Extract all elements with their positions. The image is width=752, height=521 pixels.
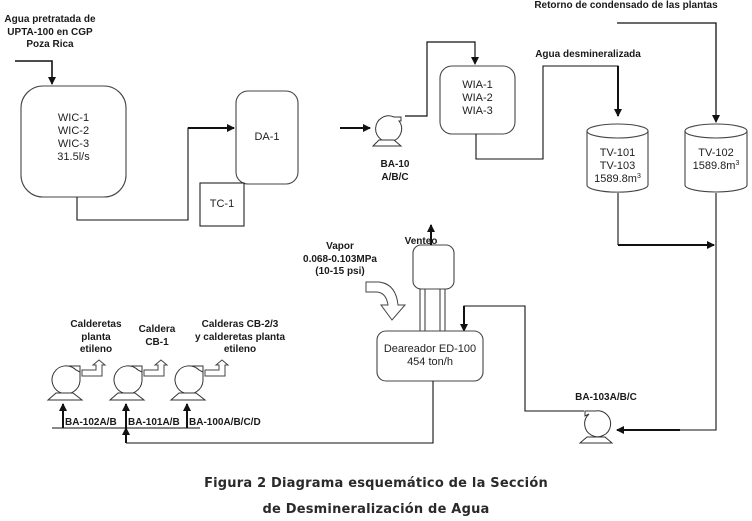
vent-label: Venteo [404,236,438,247]
boiler-cb1-label: Caldera CB-1 [138,324,176,348]
ba100-label: BA-100A/B/C/D [189,417,261,428]
ba103-label: BA-103A/B/C [575,392,637,403]
ba100-pump-icon [169,359,230,401]
ba101-label: BA-101A/B [128,417,180,428]
ba102-pump-icon [46,359,107,401]
figure-caption-line1: Figura 2 Diagrama esquemático de la Secc… [204,476,548,491]
da1-vessel [235,90,299,185]
tc1-label: TC-1 [209,198,235,210]
wic-label: WIC-1 WIC-2 WIC-3 31.5l/s [57,112,90,163]
wia-vessel [439,65,516,135]
da1-label: DA-1 [254,131,280,143]
tv102-outlet-line [662,193,717,431]
demin-water-label: Agua desmineralizada [535,49,641,60]
deaerator-outlet-line [126,381,434,444]
vent-legs [419,289,446,331]
steam-label: Vapor 0.068-0.103MPa (10-15 psi) [303,241,377,277]
feed-water-line [15,60,56,85]
tv102-label: TV-102 1589.8m3 [692,147,740,172]
ba10-pump-icon [371,115,403,147]
ba10-to-wia-line [405,41,479,117]
vent-column [412,244,455,290]
condensate-return-line [617,22,720,123]
boilers-ethylene-label: Calderetas planta etileno [70,319,122,355]
tv102-tank [684,123,748,193]
ba101-pump-icon [108,359,169,401]
deaerator-vessel [376,330,484,382]
wic-to-da1-line [76,124,235,221]
feed-water-label: Agua pretratada de UPTA-100 en CGP Poza … [4,14,96,50]
deaerator-label: Deareador ED-100 454 ton/h [383,343,477,368]
wic-vessel [20,85,127,198]
ba102-label: BA-102A/B [65,417,117,428]
tc1-box [199,182,245,227]
condensate-return-label: Retorno de condensado de las plantas [534,0,718,11]
steam-inlet-arrow [365,281,407,321]
ba10-label: BA-10 A/B/C [380,159,410,183]
wia-label: WIA-1 WIA-2 WIA-3 [462,79,493,117]
figure-caption-line2: de Desmineralización de Agua [262,502,490,517]
tv101-label: TV-101 TV-103 1589.8m3 [594,147,641,185]
ba103-pump-icon [578,410,614,444]
tv101-tank [586,123,649,193]
boilers-cb23-label: Calderas CB-2/3 y calderetas planta etil… [194,319,286,355]
